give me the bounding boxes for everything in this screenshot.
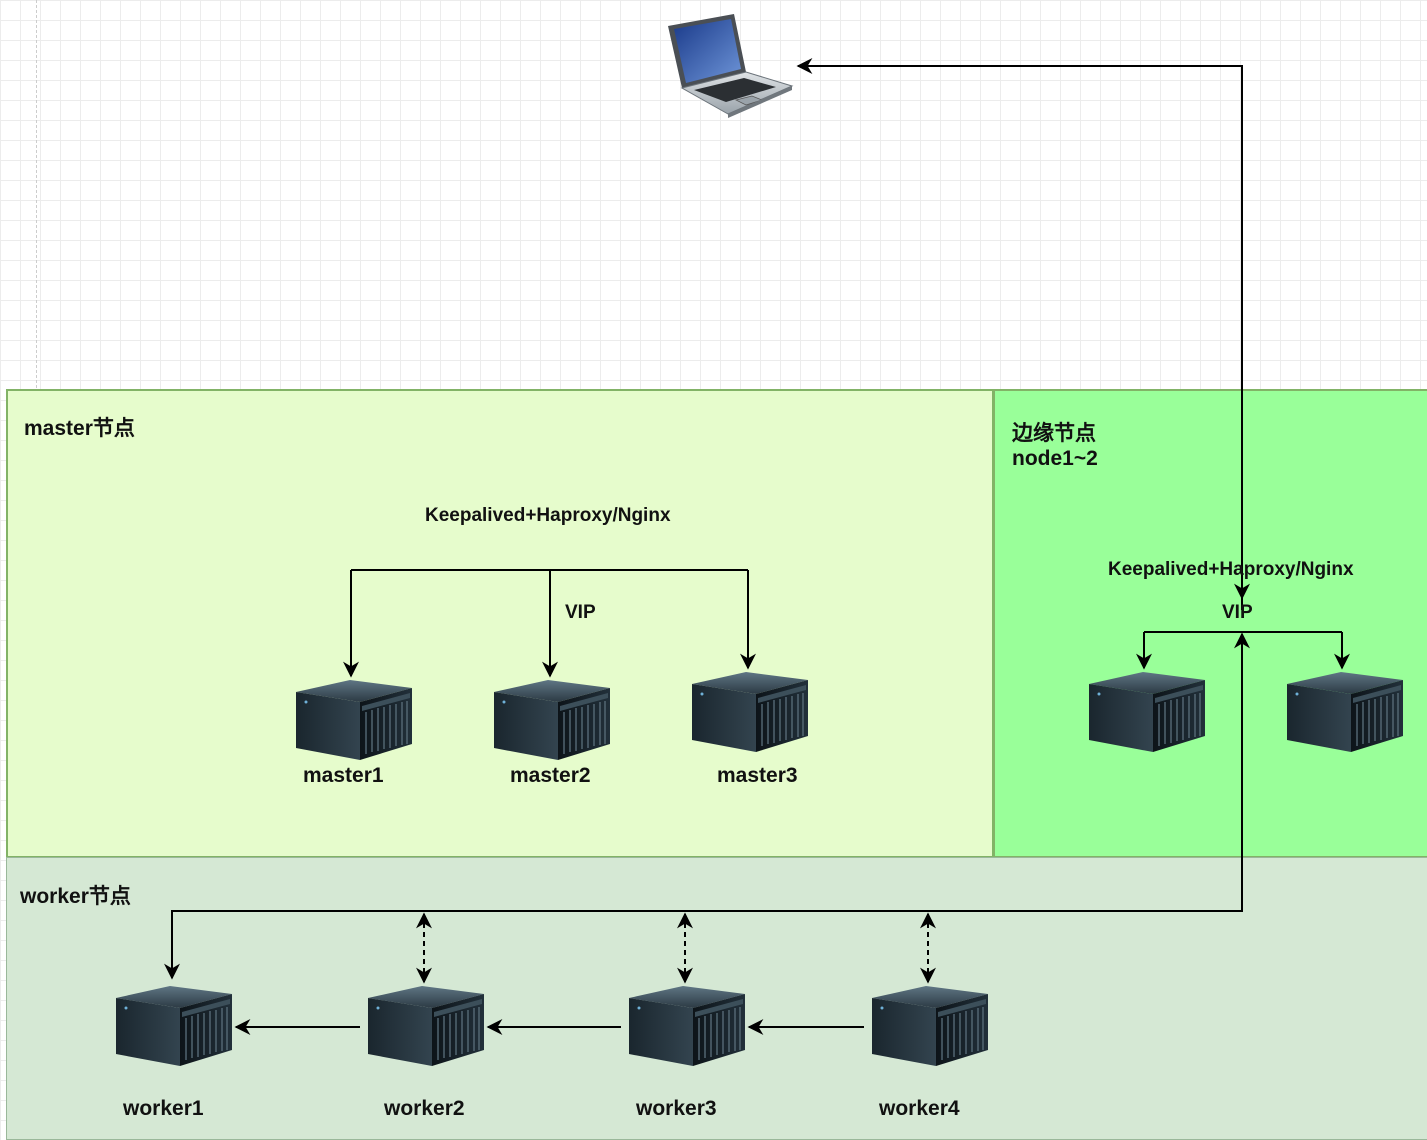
worker4-label: worker4 — [879, 1097, 960, 1120]
master2-label: master2 — [510, 764, 591, 787]
worker2-label: worker2 — [384, 1097, 465, 1120]
worker-region-title: worker节点 — [20, 885, 131, 908]
edge-vip-label: VIP — [1222, 602, 1253, 623]
master1-label: master1 — [303, 764, 384, 787]
worker1-label: worker1 — [123, 1097, 204, 1120]
edge-lb-label: Keepalived+Haproxy/Nginx — [1108, 559, 1354, 580]
master-vip-label: VIP — [565, 602, 596, 623]
worker3-label: worker3 — [636, 1097, 717, 1120]
vip-to-laptop-line — [796, 58, 1243, 610]
master-lb-label: Keepalived+Haproxy/Nginx — [425, 505, 671, 526]
laptop-icon — [668, 14, 794, 118]
edge-region-title: 边缘节点 — [1012, 422, 1096, 445]
master-region-title: master节点 — [24, 417, 135, 440]
guide-line — [36, 0, 37, 388]
worker-bus-to-vip — [164, 632, 1250, 980]
edge-region-subtitle: node1~2 — [1012, 447, 1098, 470]
master3-label: master3 — [717, 764, 798, 787]
